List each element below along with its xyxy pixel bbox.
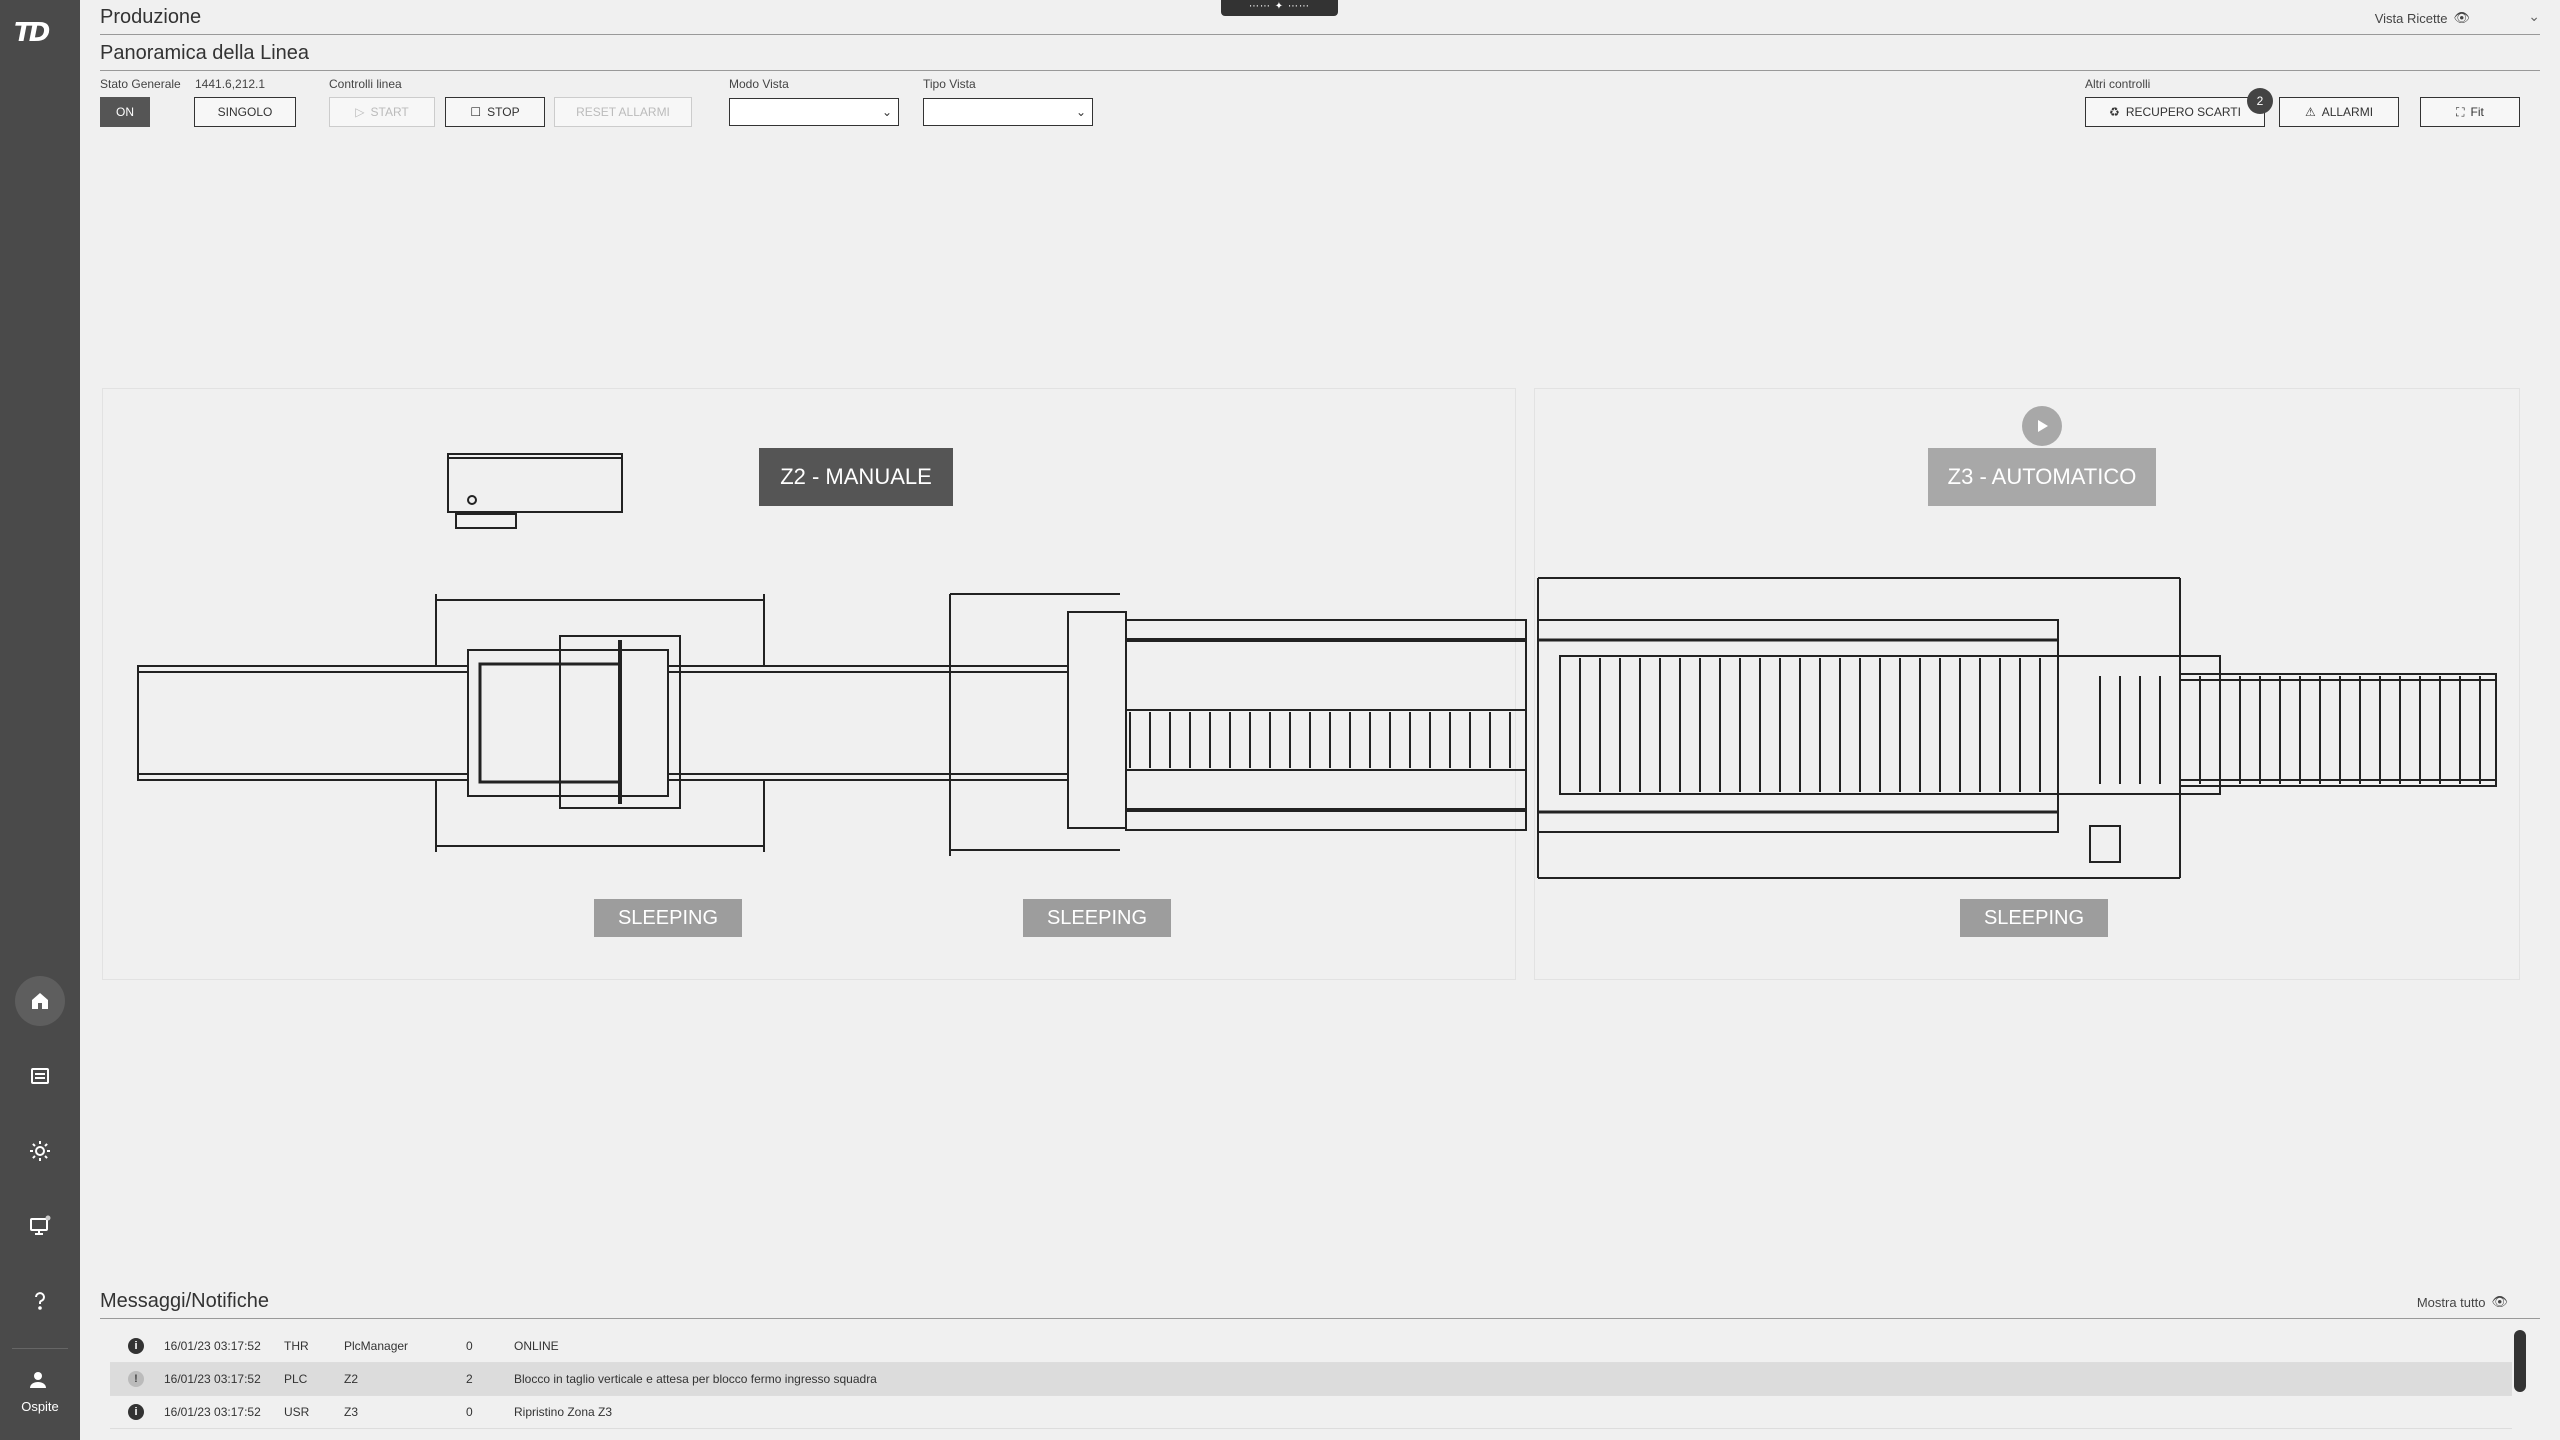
chevron-down-icon: ⌄ [1075,105,1086,119]
messages-title: Messaggi/Notifiche [100,1290,269,1312]
show-all-label: Mostra tutto [2416,1294,2486,1310]
top-drawer-handle[interactable]: ⋯⋯ ✦ ⋯⋯ [1221,0,1338,16]
recupero-scarti-button[interactable]: ♻ RECUPERO SCARTI [2085,97,2265,127]
message-date: 16/01/23 03:17:52 [164,1405,261,1419]
vista-ricette-toggle[interactable]: Vista Ricette 👁 [2375,10,2470,26]
reset-allarmi-button[interactable]: RESET ALLARMI [554,97,692,127]
stop-label: STOP [487,105,520,119]
singolo-button[interactable]: SINGOLO [194,97,296,127]
user-label: Ospite [21,1399,59,1414]
messages-scrollbar[interactable] [2514,1330,2526,1392]
sidebar-divider [12,1348,68,1349]
play-icon[interactable] [2022,406,2062,446]
user-icon [30,1372,46,1388]
section-title: Panoramica della Linea [100,42,310,64]
eye-icon: 👁 [2491,1294,2508,1309]
message-text: Ripristino Zona Z3 [514,1405,613,1419]
status-badge: SLEEPING [594,899,742,937]
zone2-label[interactable]: Z2 - MANUALE [759,448,953,506]
warning-icon: ! [128,1371,144,1387]
page-title: Produzione [100,6,202,28]
message-source: PLC [284,1372,308,1386]
chevron-down-icon: ⌄ [881,105,892,119]
fit-icon: ⛶ [2456,104,2465,119]
message-code: 2 [466,1372,473,1386]
eye-icon: 👁 [2453,10,2470,25]
section-divider [100,70,2540,71]
zone3-label[interactable]: Z3 - AUTOMATICO [1928,448,2156,506]
message-module: Z2 [344,1372,359,1386]
recipes-icon[interactable] [15,1051,65,1101]
header-divider [100,34,2540,35]
altri-controlli-label: Altri controlli [2085,77,2151,91]
vista-ricette-label: Vista Ricette [2374,10,2448,26]
stop-button[interactable]: ☐ STOP [445,97,545,127]
message-text: ONLINE [514,1339,559,1353]
message-source: USR [284,1405,310,1419]
stato-generale-value: 1441.6,212.1 [195,77,266,91]
allarmi-label: ALLARMI [2321,105,2374,119]
message-code: 0 [466,1405,473,1419]
modo-vista-label: Modo Vista [729,77,789,91]
monitor-icon[interactable] [15,1201,65,1251]
warning-icon: ⚠ [2304,105,2316,119]
recupero-label: RECUPERO SCARTI [2125,105,2241,119]
info-icon: i [128,1338,144,1354]
message-date: 16/01/23 03:17:52 [164,1372,261,1386]
tipo-vista-select[interactable]: ⌄ [923,98,1093,126]
gear-icon[interactable] [15,1126,65,1176]
sidebar: TD Ospite [0,0,80,1440]
controlli-linea-label: Controlli linea [329,77,402,91]
stato-generale-label: Stato Generale [100,77,181,91]
recycle-icon: ♻ [2109,105,2120,119]
help-icon[interactable] [15,1276,65,1326]
modo-vista-select[interactable]: ⌄ [729,98,899,126]
allarmi-button[interactable]: ⚠ ALLARMI [2279,97,2399,127]
messages-divider [100,1318,2540,1319]
start-label: START [370,105,409,119]
recupero-badge: 2 [2247,88,2273,114]
message-code: 0 [466,1339,473,1353]
info-icon: i [128,1404,144,1420]
stop-icon: ☐ [470,105,482,119]
message-module: Z3 [344,1405,359,1419]
on-button[interactable]: ON [100,97,150,127]
list-item[interactable]: i 16/01/23 03:17:52 THR PlcManager 0 ONL… [110,1330,2512,1363]
chevron-down-icon[interactable]: ⌄ [2528,8,2540,24]
message-source: THR [284,1339,309,1353]
message-module: PlcManager [344,1339,409,1353]
message-date: 16/01/23 03:17:52 [164,1339,261,1353]
home-icon[interactable] [15,976,65,1026]
start-button[interactable]: ▷ START [329,97,435,127]
status-badge: SLEEPING [1023,899,1171,937]
message-text: Blocco in taglio verticale e attesa per … [514,1372,877,1386]
play-icon: ▷ [355,105,365,119]
messages-list: i 16/01/23 03:17:52 THR PlcManager 0 ONL… [110,1330,2512,1429]
fit-label: Fit [2470,105,2484,119]
brand-logo: TD [14,18,50,48]
tipo-vista-label: Tipo Vista [923,77,976,91]
list-item[interactable]: i 16/01/23 03:17:52 USR Z3 0 Ripristino … [110,1396,2512,1429]
list-item[interactable]: ! 16/01/23 03:17:52 PLC Z2 2 Blocco in t… [110,1363,2512,1396]
user-button[interactable]: Ospite [0,1368,80,1414]
show-all-toggle[interactable]: Mostra tutto 👁 [2417,1294,2508,1310]
status-badge: SLEEPING [1960,899,2108,937]
fit-button[interactable]: ⛶ Fit [2420,97,2520,127]
